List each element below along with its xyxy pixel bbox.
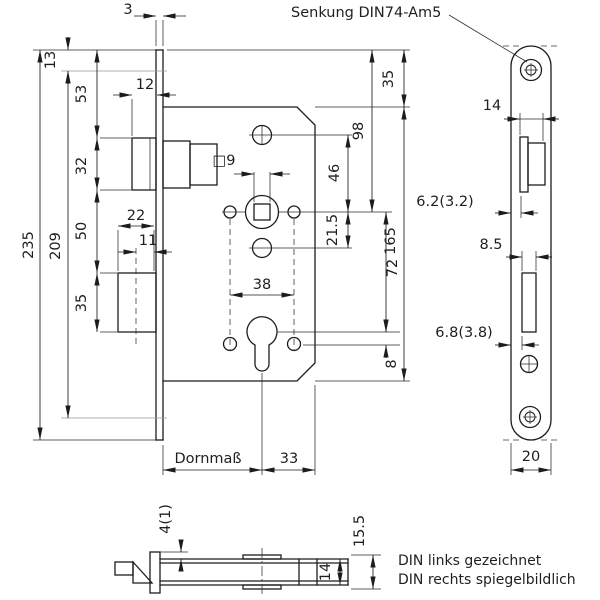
latch-opening — [519, 136, 546, 193]
dim-latch-height: 32 — [74, 157, 90, 175]
dim-follower-to-hole: 21.5 — [325, 214, 341, 246]
center-lines — [61, 70, 295, 475]
top-screw-hole — [519, 58, 543, 82]
dim-bolt-half-width: 11 — [139, 233, 157, 249]
bolt-opening — [521, 272, 537, 333]
dimension-lines-main — [37, 13, 407, 473]
dim-faceplate-thickness: 3 — [123, 2, 132, 18]
dim-cylinder-hole-spacing: 38 — [253, 277, 271, 293]
follower-square — [253, 203, 271, 221]
dim-top-to-follower: 98 — [351, 122, 367, 140]
cylinder-hole — [246, 316, 278, 372]
dim-case-depth: 14 — [318, 563, 334, 581]
dim-total-length: 235 — [21, 231, 37, 259]
extension-lines-front — [510, 113, 552, 475]
note-line-2: DIN rechts spiegelbildlich — [398, 572, 576, 588]
dim-overall-depth: 15.5 — [352, 515, 368, 547]
callout-leader-line — [448, 14, 528, 63]
extension-lines-bottom — [160, 551, 381, 590]
latch-section — [114, 560, 154, 584]
drawing-notes: DIN links gezeichnet DIN rechts spiegelb… — [398, 553, 576, 588]
callout-text: Senkung DIN74-Am5 — [291, 5, 441, 21]
dim-latch-to-bolt: 50 — [74, 222, 90, 240]
dim-top-to-case: 35 — [381, 70, 397, 88]
dimension-lines-bottom — [178, 539, 376, 589]
dim-cylinder-hole-offset: 8 — [384, 359, 400, 368]
dim-screw-to-latch: 53 — [74, 85, 90, 103]
dim-case-height: 165 — [383, 227, 399, 255]
note-line-1: DIN links gezeichnet — [398, 553, 542, 569]
lock-case-outline — [162, 106, 316, 382]
dim-bolt-height: 35 — [74, 294, 90, 312]
dim-faceplate-width: 20 — [522, 449, 540, 465]
faceplate-section — [149, 551, 161, 594]
extension-lines-main — [33, 20, 410, 475]
latch-bolt — [131, 137, 218, 191]
dimension-lines-front — [495, 116, 559, 473]
dim-latch-opening-width: 14 — [483, 98, 501, 114]
bottom-view: 4(1) 15.5 14 — [114, 504, 381, 596]
dim-screw-distance: 209 — [48, 232, 64, 260]
dim-follower-square: □9 — [213, 153, 236, 169]
dim-bolt-offset: 6.8(3.8) — [435, 325, 492, 341]
main-view: 3 13 53 32 50 35 235 209 12 □9 22 11 38 … — [21, 2, 410, 475]
faceplate-front — [510, 45, 552, 441]
front-view: 14 6.2(3.2) 8.5 6.8(3.8) 20 — [416, 45, 559, 475]
dim-latch-offset: 6.2(3.2) — [416, 194, 473, 210]
dim-hole-to-follower: 46 — [327, 164, 343, 182]
dim-follower-to-cylinder: 72 — [385, 259, 401, 277]
dim-bolt-opening-width: 8.5 — [479, 237, 502, 253]
dim-latch-protrusion: 12 — [136, 77, 154, 93]
dim-bolt-width: 22 — [127, 208, 145, 224]
dim-top-to-screw: 13 — [43, 51, 59, 69]
faceplate-edge — [155, 49, 164, 441]
callout: Senkung DIN74-Am5 — [291, 5, 528, 63]
follower-hole — [244, 194, 280, 230]
deadbolt — [117, 272, 157, 333]
faceplate-corner-marks — [503, 45, 559, 441]
bottom-screw-hole — [518, 405, 542, 429]
dim-cylinder-to-edge: 33 — [280, 451, 298, 467]
dim-faceplate-overhang: 4(1) — [158, 504, 174, 534]
backset-label: Dornmaß — [174, 451, 241, 467]
middle-screw-hole — [519, 354, 539, 374]
